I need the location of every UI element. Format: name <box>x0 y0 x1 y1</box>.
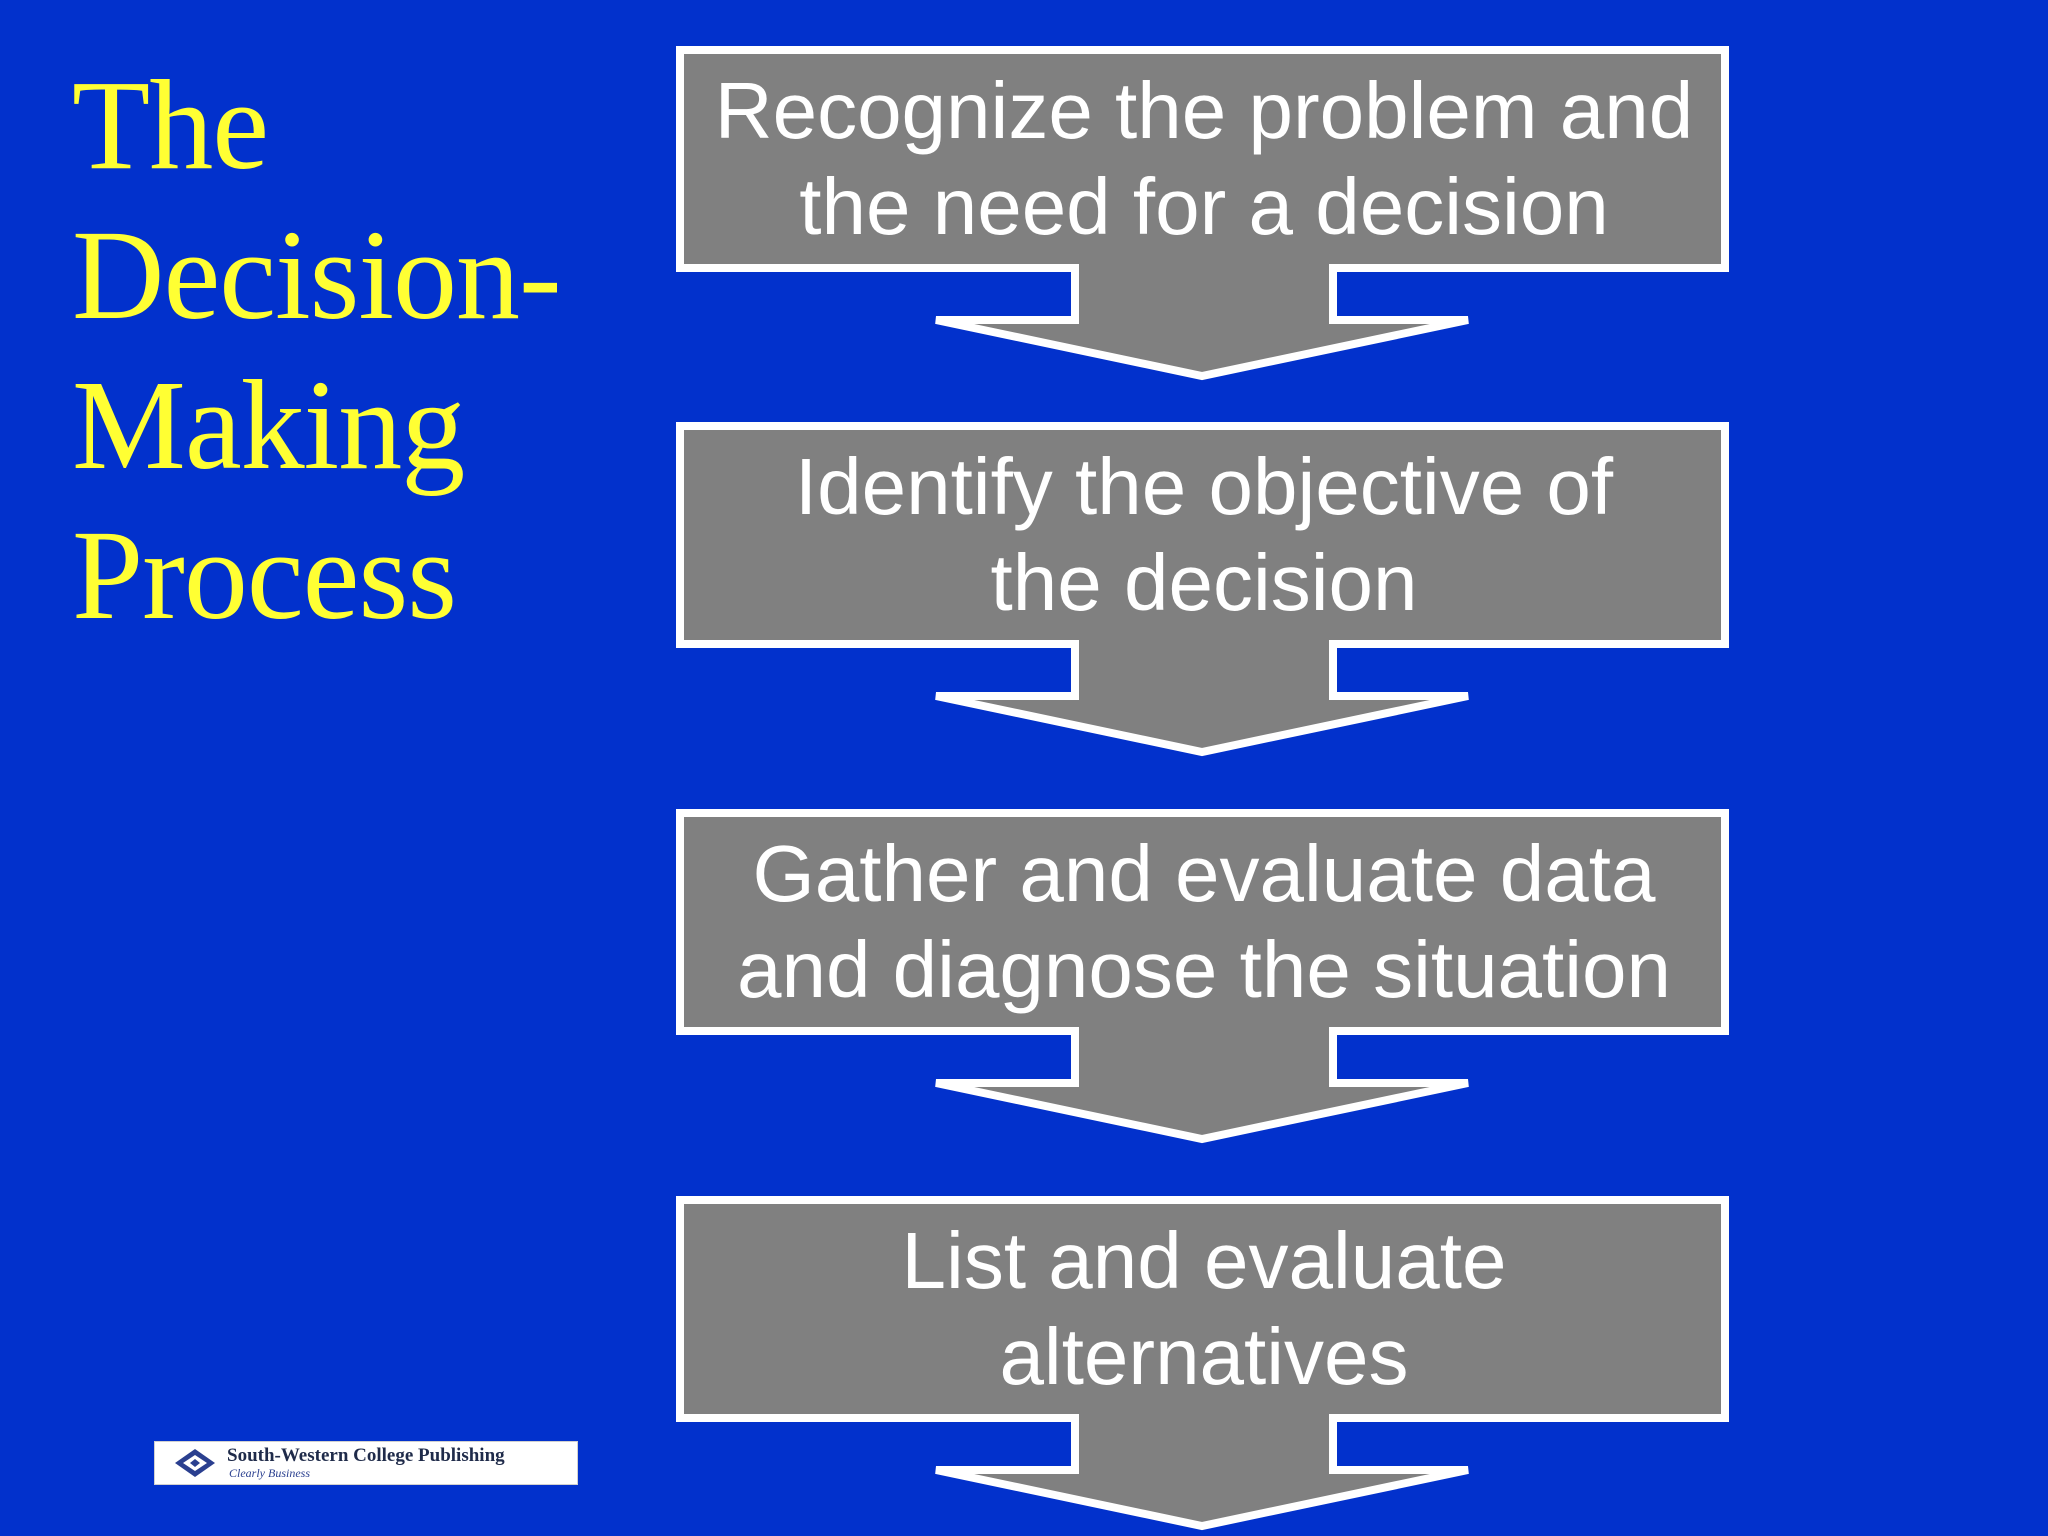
title-line: Decision- <box>72 204 562 346</box>
step-text-line: Identify the objective of <box>794 442 1614 531</box>
title-line: Process <box>72 504 457 646</box>
step-1-text: Recognize the problem and the need for a… <box>680 50 1728 268</box>
step-2-text: Identify the objective of the decision <box>680 426 1728 644</box>
step-1-arrow <box>676 46 1729 381</box>
step-text-line: Recognize the problem and <box>714 66 1694 155</box>
slide-title: The Decision- Making Process <box>72 50 632 650</box>
step-text-line: List and evaluate <box>901 1216 1507 1305</box>
step-3-arrow <box>676 809 1729 1144</box>
title-line: The <box>72 54 269 196</box>
publisher-logo-icon <box>175 1449 215 1477</box>
step-text-line: and diagnose the situation <box>736 925 1672 1014</box>
step-2-arrow <box>676 422 1729 757</box>
title-line: Making <box>72 354 465 496</box>
step-text-line: the decision <box>990 538 1418 627</box>
publisher-tagline: Clearly Business <box>229 1466 310 1480</box>
publisher-name: South-Western College Publishing <box>227 1445 505 1466</box>
step-text-line: alternatives <box>999 1312 1409 1401</box>
step-4-text: List and evaluate alternatives <box>680 1200 1728 1418</box>
step-4-arrow <box>676 1196 1729 1531</box>
step-text-line: the need for a decision <box>799 162 1609 251</box>
step-text-line: Gather and evaluate data <box>752 829 1656 918</box>
publisher-logo: South-Western College Publishing Clearly… <box>154 1441 578 1485</box>
step-3-text: Gather and evaluate data and diagnose th… <box>680 813 1728 1031</box>
